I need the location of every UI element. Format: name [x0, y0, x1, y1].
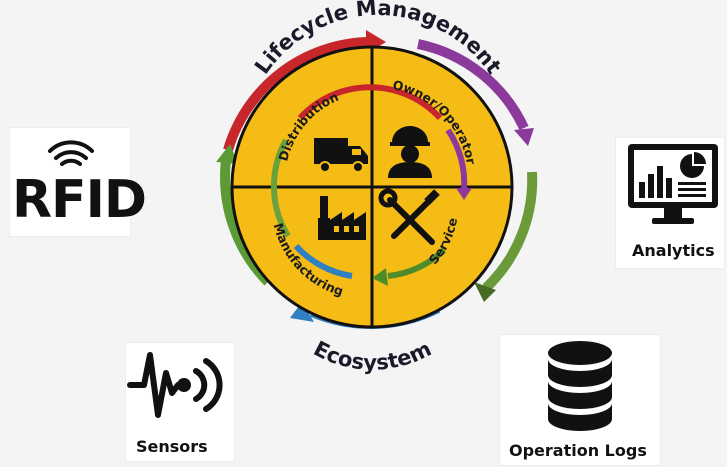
sensor-pulse-icon: [127, 352, 223, 418]
arrow-green-left-head: [216, 144, 238, 164]
inner-arrow-blue: [293, 243, 353, 279]
arrow-red: [223, 37, 369, 152]
wrench-screwdriver-icon: [378, 188, 440, 245]
database-icon: [548, 341, 612, 431]
worker-hardhat-icon: [388, 126, 432, 178]
rfid-tile: RFID: [10, 128, 147, 236]
analytics-label: Analytics: [632, 241, 715, 260]
arrow-purple: [416, 39, 529, 131]
monitor-analytics-icon: [628, 144, 718, 224]
inner-arrow-green-left: [270, 138, 291, 238]
analytics-tile: Analytics: [616, 138, 724, 268]
inner-arrow-purple: [445, 128, 468, 191]
arrow-green-right: [482, 171, 538, 292]
inner-arrow-red: [297, 84, 443, 121]
ecosystem-title: Ecosystem: [310, 336, 435, 374]
factory-icon: [318, 196, 366, 240]
arrow-green-right-head: [474, 282, 496, 302]
inner-arrow-purple-head: [456, 188, 472, 200]
wifi-signal-icon: [48, 140, 94, 166]
arrow-blue-head: [290, 302, 314, 322]
inner-arrow-green-head: [372, 268, 388, 286]
operation-logs-tile: Operation Logs: [500, 335, 660, 465]
sensors-label: Sensors: [136, 437, 208, 456]
sensors-tile: Sensors: [126, 343, 234, 461]
truck-icon: [314, 138, 368, 173]
rfid-label: RFID: [12, 170, 147, 230]
arrow-purple-head: [514, 128, 534, 146]
operation-logs-label: Operation Logs: [509, 441, 647, 460]
inner-arrow-green: [387, 247, 447, 279]
